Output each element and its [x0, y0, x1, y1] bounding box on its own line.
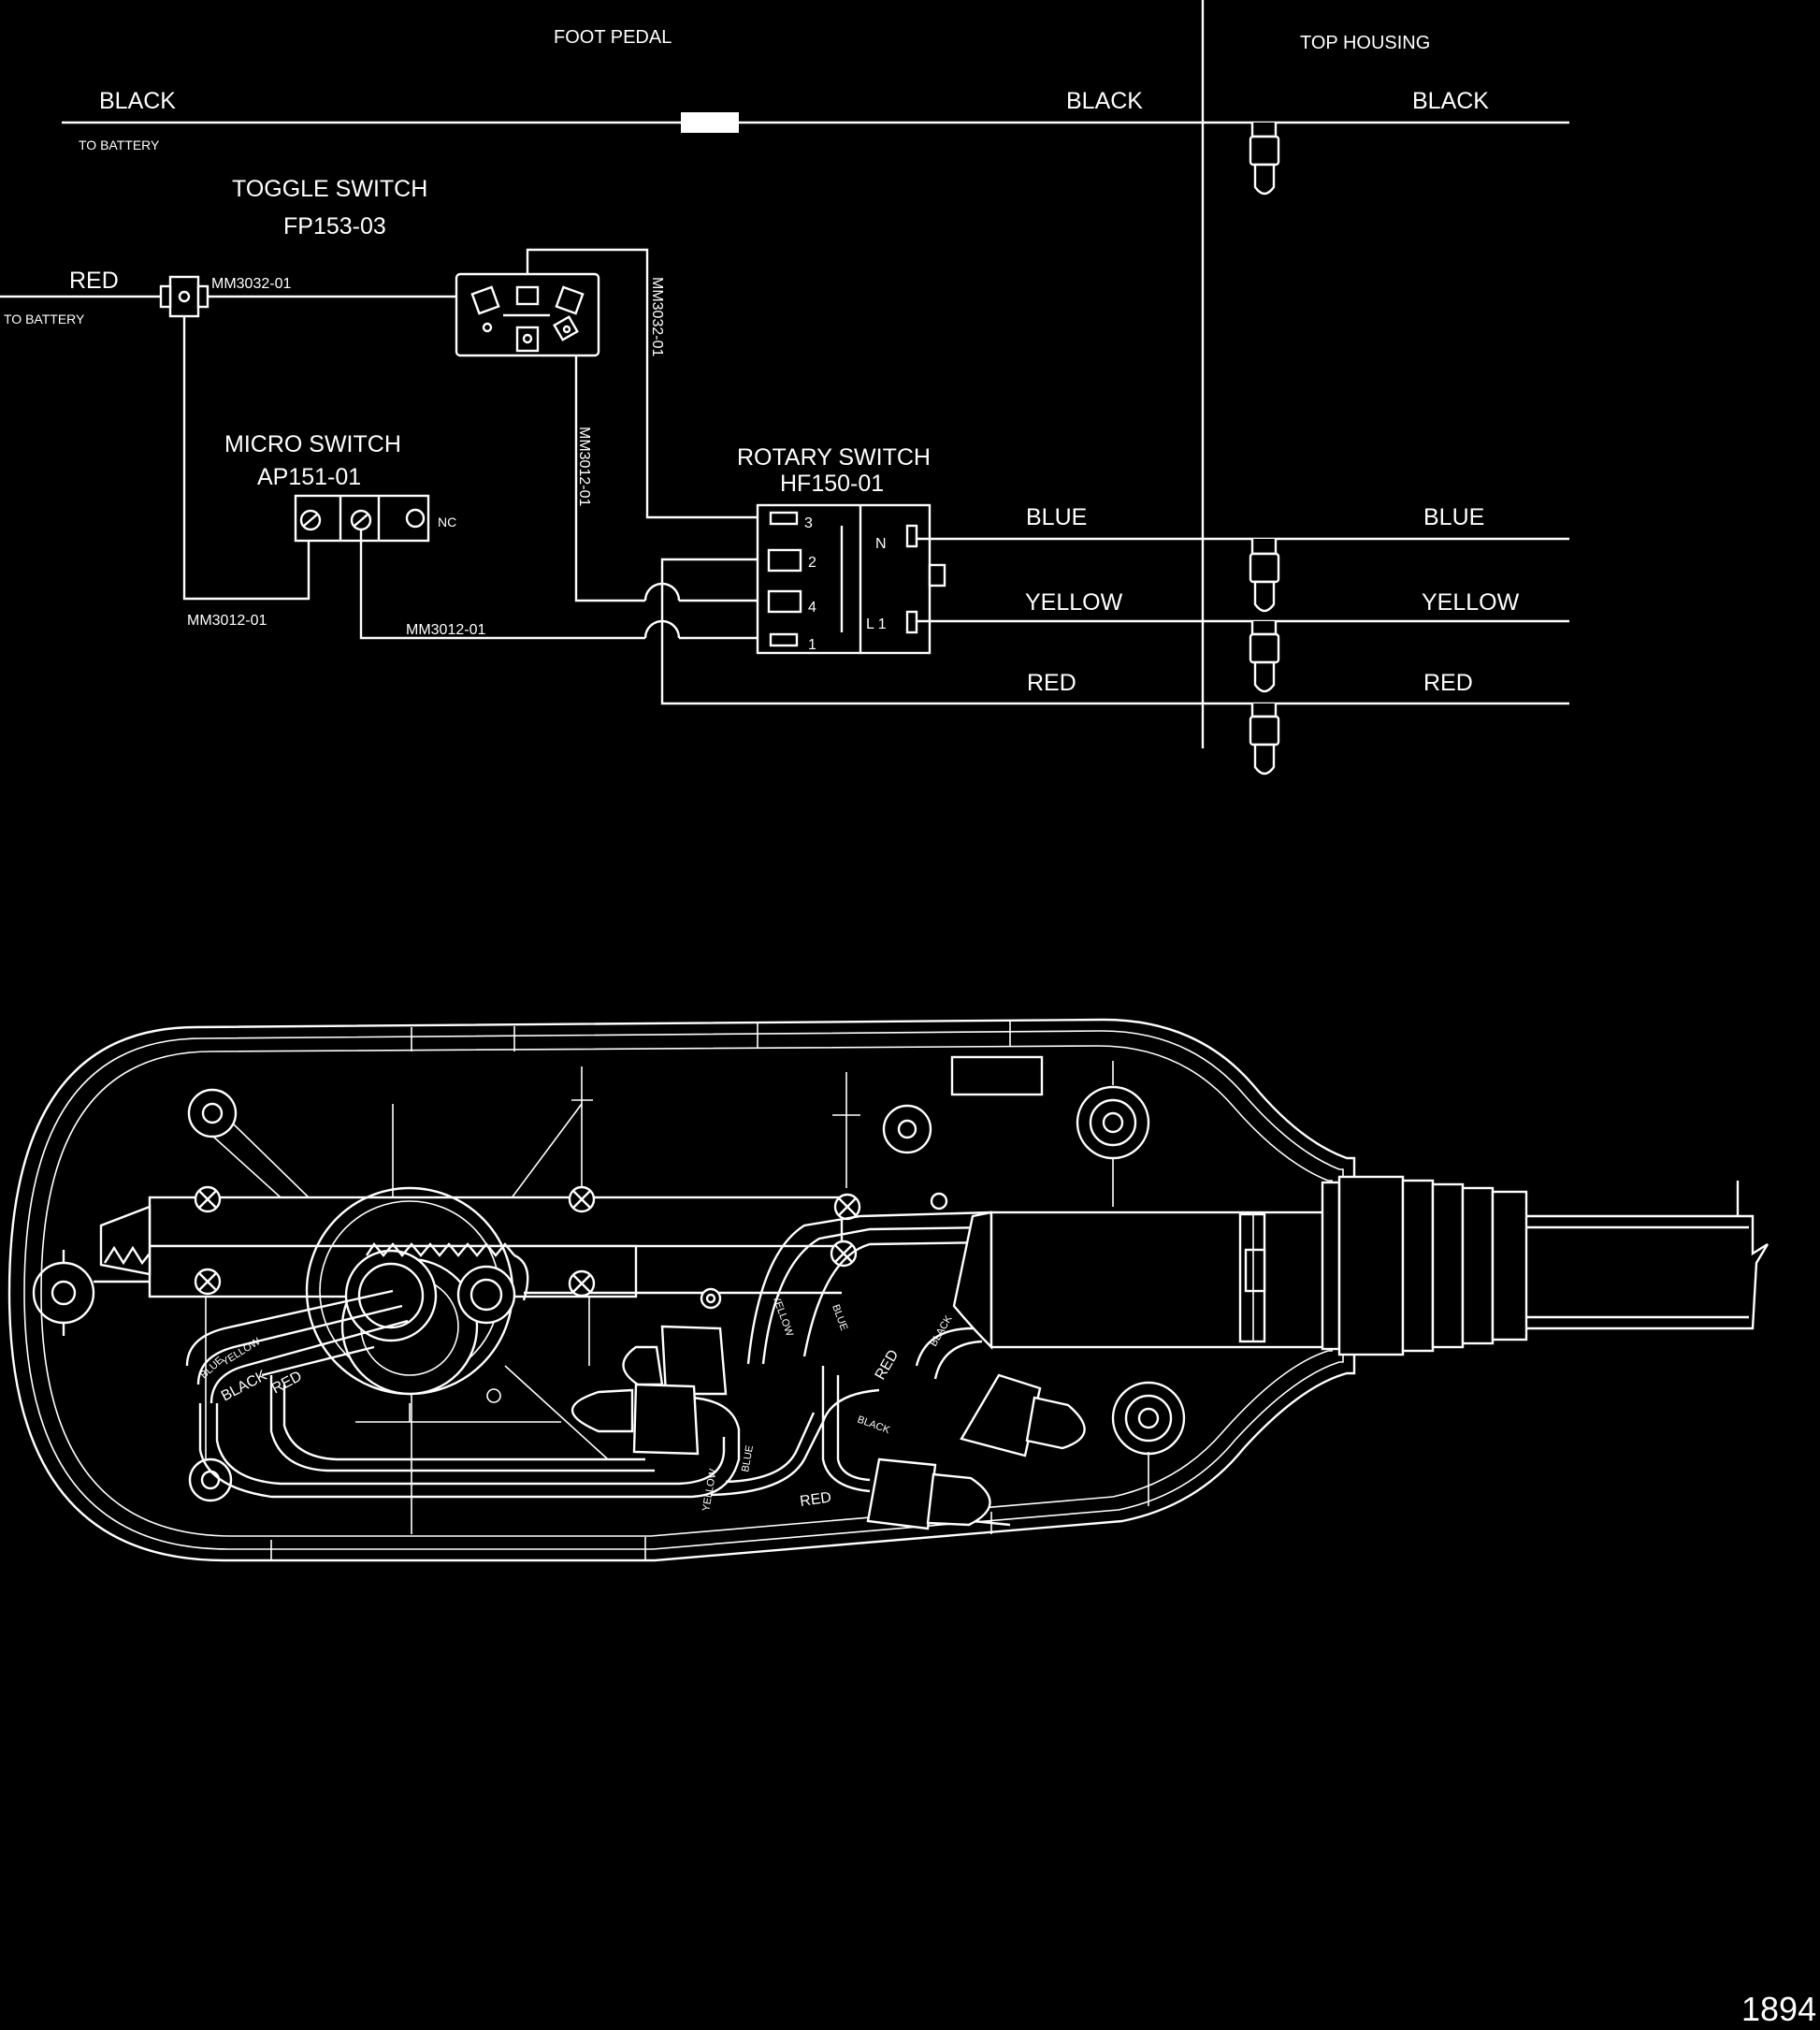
red-wire-label: RED — [69, 268, 119, 294]
vertical-part-code-mm3032: MM3032-01 — [649, 277, 665, 356]
rotary-switch-part: HF150-01 — [780, 471, 884, 497]
yellow-label-right: YELLOW — [1422, 589, 1520, 616]
pedal-wire-red-right: RED — [873, 1347, 903, 1383]
junction-part-code: MM3032-01 — [211, 276, 291, 292]
red-label-left: RED — [1027, 670, 1076, 696]
to-battery-label-red: TO BATTERY — [4, 312, 85, 326]
micro-part-code-bottom: MM3012-01 — [406, 622, 485, 638]
rotary-terminal-3: 3 — [804, 515, 813, 531]
red-loop-wire — [660, 558, 1569, 705]
yellow-wire-connector — [1249, 621, 1280, 693]
rotary-terminal-1: 1 — [808, 637, 816, 653]
micro-part-code-left: MM3012-01 — [187, 613, 267, 629]
pedal-wire-red-bottom: RED — [799, 1489, 832, 1510]
blue-wire-connector — [1249, 539, 1280, 613]
pedal-wire-black-bottom: BLACK — [856, 1414, 892, 1437]
junction-to-micro-wire — [182, 316, 311, 601]
rotary-side-n: N — [875, 536, 887, 552]
mount-bottom-right — [1111, 1381, 1186, 1456]
black-wire-label-mid: BLACK — [1066, 88, 1143, 114]
blue-label-left: BLUE — [1026, 504, 1087, 530]
top-housing-label: TOP HOUSING — [1300, 33, 1430, 53]
red-label-right: RED — [1423, 670, 1473, 696]
toggle-switch — [455, 272, 600, 357]
black-wire-label-right: BLACK — [1412, 88, 1489, 114]
internal-connectors — [571, 1325, 1086, 1530]
toggle-switch-part: FP153-03 — [283, 213, 386, 239]
cable-cord — [952, 1175, 1769, 1356]
to-battery-label-black: TO BATTERY — [79, 138, 160, 152]
red-junction-connector — [159, 275, 209, 318]
pedal-wire-blue-mid: BLUE — [830, 1303, 849, 1332]
fasteners — [194, 1185, 948, 1310]
mount-top-center — [882, 1104, 932, 1154]
inline-fuse — [681, 112, 739, 133]
toggle-to-rotary-4-wire — [574, 355, 645, 602]
pedal-wire-blue-lower: BLUE — [740, 1444, 756, 1472]
yellow-label-left: YELLOW — [1025, 589, 1123, 616]
rotary-switch-label: ROTARY SWITCH — [737, 444, 931, 471]
schematic: FOOT PEDAL TOP HOUSING BLACK BLACK BLACK… — [0, 0, 1569, 776]
micro-switch-label: MICRO SWITCH — [224, 431, 401, 457]
micro-switch-part: AP151-01 — [257, 464, 361, 490]
blue-label-right: BLUE — [1423, 504, 1484, 530]
figure-number: 1894 — [1741, 1990, 1816, 2028]
mount-top-right — [1076, 1085, 1150, 1160]
foot-pedal-label: FOOT PEDAL — [554, 27, 672, 48]
pedal-housing-inner — [23, 1030, 1344, 1550]
pedal-wire-yellow-mid: YELLOW — [770, 1294, 795, 1339]
rotary-switch — [756, 503, 946, 655]
foot-pedal-illustration: BLUE YELLOW BLACK RED RED BLACK BLACK RE… — [7, 1018, 1769, 1562]
micro-to-rotary-1-wire — [359, 529, 645, 640]
black-wire-connector — [1249, 123, 1280, 196]
vertical-part-code-mm3012: MM3012-01 — [576, 427, 592, 506]
pedal-housing-outer — [7, 1018, 1356, 1562]
mount-bottom-left — [188, 1457, 233, 1502]
pedal-housing-rim — [40, 1045, 1333, 1537]
toggle-to-rotary-3-wire — [526, 248, 765, 519]
mount-left — [32, 1250, 95, 1336]
rotary-terminal-2: 2 — [808, 555, 816, 571]
red-wire-connector — [1249, 703, 1280, 776]
rim-ticks — [270, 1022, 1011, 1560]
label-plate — [950, 1055, 1044, 1096]
toggle-switch-label: TOGGLE SWITCH — [232, 176, 427, 202]
rotary-terminal-4: 4 — [808, 600, 816, 616]
micro-switch-nc-label: NC — [438, 515, 456, 529]
mount-top-left — [187, 1088, 238, 1138]
black-wire-label-left: BLACK — [99, 88, 176, 114]
rotary-side-l1: L 1 — [866, 616, 887, 632]
